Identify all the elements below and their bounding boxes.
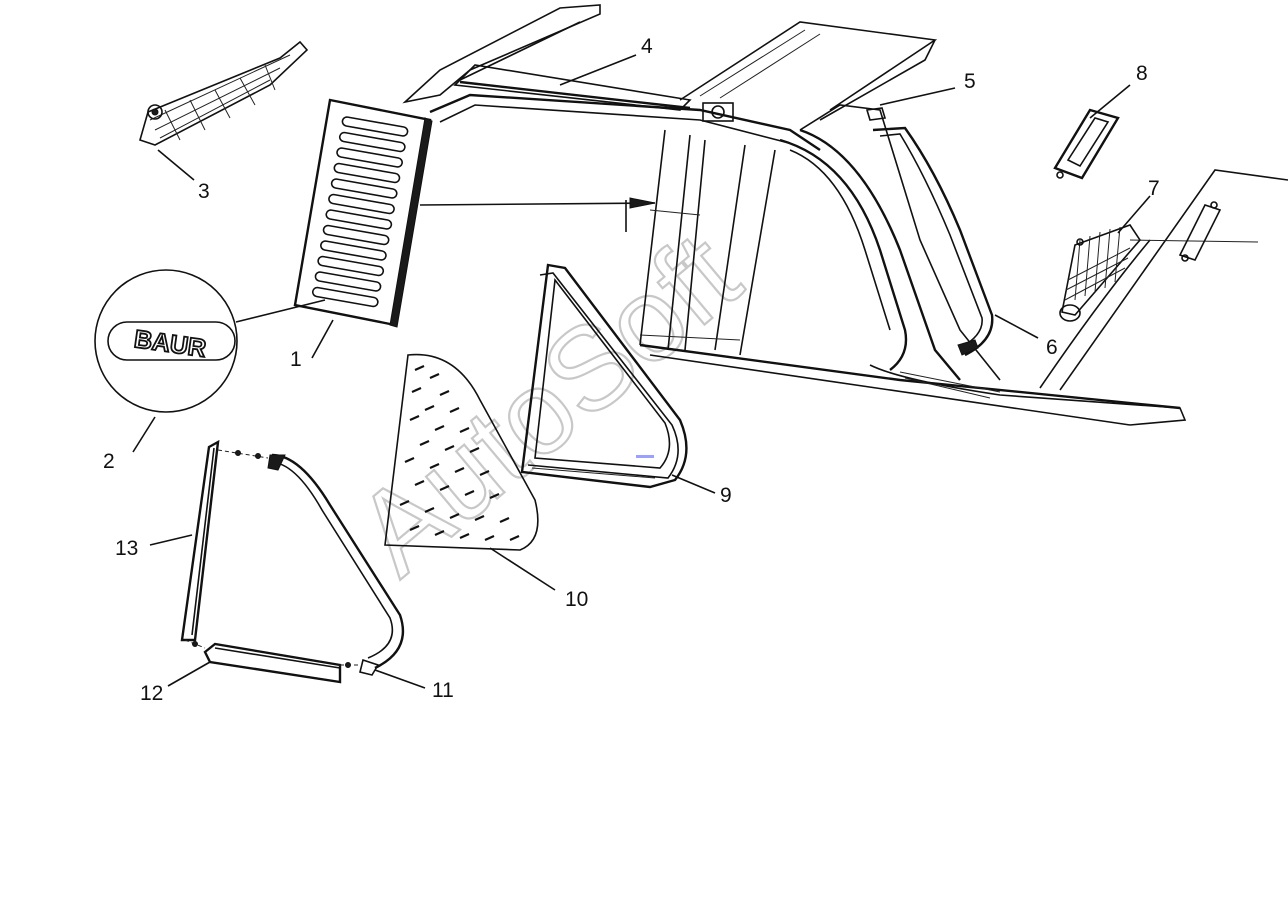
callout-1: 1: [290, 348, 302, 371]
glass-mark: [479, 469, 490, 477]
panel-slot: [311, 286, 379, 308]
glass-mark: [424, 506, 435, 514]
panel-slot: [314, 271, 382, 292]
glass-mark: [439, 389, 450, 397]
glass-mark: [499, 516, 510, 524]
callout-11: 11: [432, 679, 454, 702]
callout-8: 8: [1136, 62, 1148, 85]
panel-slot: [333, 162, 401, 184]
glass-mark: [439, 484, 450, 492]
panel-slot: [328, 193, 395, 215]
part-8-handle: [1053, 108, 1120, 180]
callout-7: 7: [1148, 177, 1160, 200]
part-9-window-frame: [520, 263, 688, 489]
glass-mark: [404, 456, 415, 464]
glass-mark: [409, 414, 420, 422]
leader-lines: [132, 54, 1151, 689]
glass-mark: [484, 534, 495, 542]
glass-mark: [419, 439, 430, 447]
glass-mark: [489, 492, 500, 500]
panel-slot: [322, 224, 390, 246]
callout-9: 9: [720, 484, 732, 507]
glass-mark: [399, 499, 410, 507]
glass-mark: [459, 426, 470, 434]
glass-mark: [429, 372, 440, 380]
part-1-louvered-panel: [293, 98, 433, 328]
assembly-lines: [184, 449, 362, 668]
callout-13: 13: [115, 537, 138, 560]
part-7-roll: [1059, 224, 1142, 322]
panel-slot: [338, 131, 406, 153]
car-body-frame: [402, 4, 1288, 426]
callout-3: 3: [198, 180, 210, 203]
panel-slot: [330, 178, 398, 199]
glass-mark: [414, 479, 425, 487]
glass-mark: [509, 534, 520, 542]
panel-slot: [325, 209, 393, 230]
glass-mark: [449, 512, 460, 520]
badge-text: BAUR: [132, 325, 207, 363]
callout-labels: 1 2 3 4 5 6 7 8 9 10 11 12 13: [103, 35, 1160, 705]
callout-4: 4: [641, 35, 653, 58]
glass-mark: [434, 529, 445, 537]
glass-mark: [434, 424, 445, 432]
glass-mark: [409, 524, 420, 532]
panel-slot: [336, 147, 403, 168]
part-3-mesh-strap: [139, 40, 309, 146]
glass-mark: [459, 532, 470, 540]
glass-mark: [474, 514, 485, 522]
glass-mark: [444, 444, 455, 452]
glass-mark: [464, 489, 475, 497]
glass-mark: [469, 446, 480, 454]
callout-2: 2: [103, 450, 115, 473]
part-5-clip: [865, 107, 887, 121]
part-10-glass: [384, 353, 539, 551]
panel-slot: [317, 255, 385, 277]
part-12-sill-strip: [203, 642, 342, 684]
glass-mark: [449, 406, 460, 414]
panel-slot: [320, 240, 387, 261]
callout-6: 6: [1046, 336, 1058, 359]
part-2-badge: BAUR: [94, 269, 326, 413]
part-6-seal: [872, 126, 994, 357]
part-11-curved-trim: [267, 453, 405, 676]
accent-mark: [636, 455, 654, 458]
glass-mark: [454, 466, 465, 474]
glass-mark: [429, 462, 440, 470]
callout-10: 10: [565, 588, 588, 611]
glass-mark: [414, 364, 425, 372]
part-13-vertical-strip: [180, 439, 220, 642]
glass-mark: [411, 386, 422, 394]
callout-12: 12: [140, 682, 163, 705]
callout-5: 5: [964, 70, 976, 93]
glass-mark: [424, 404, 435, 412]
panel-slot: [341, 116, 409, 137]
